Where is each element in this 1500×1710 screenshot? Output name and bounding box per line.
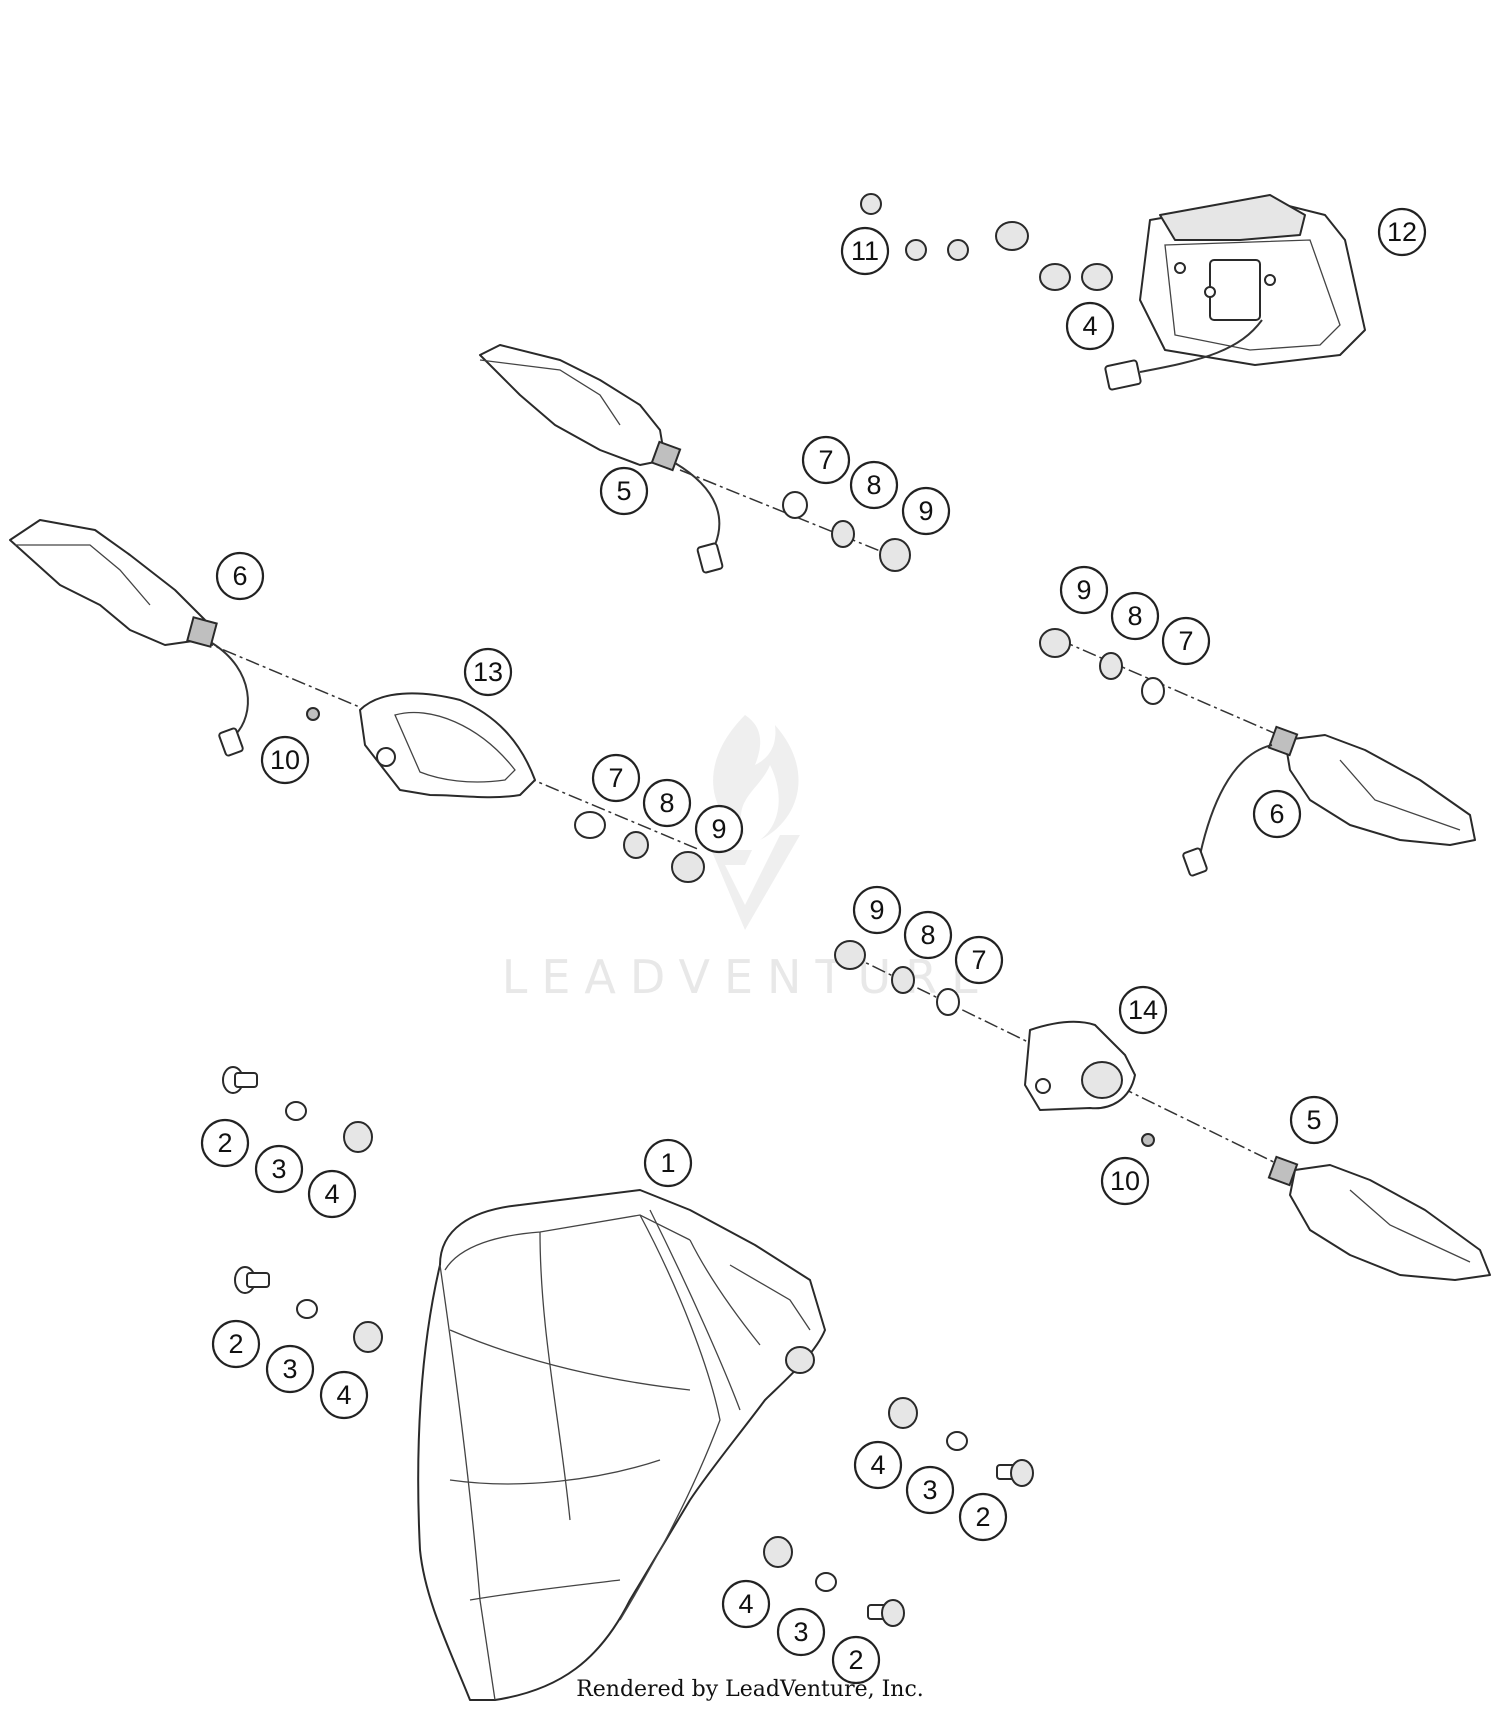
- callout-6: 6: [215, 551, 265, 601]
- svg-text:2: 2: [975, 1502, 990, 1532]
- callout-5: 5: [1289, 1095, 1339, 1145]
- callout-4: 4: [1065, 301, 1115, 351]
- callout-3: 3: [265, 1344, 315, 1394]
- hardware-upper-right-2: [1039, 628, 1165, 705]
- callout-6: 6: [1252, 789, 1302, 839]
- svg-text:6: 6: [232, 561, 247, 591]
- callout-4: 4: [319, 1370, 369, 1420]
- watermark-v-icon: [705, 835, 800, 930]
- svg-text:4: 4: [738, 1589, 753, 1619]
- callout-4: 4: [853, 1440, 903, 1490]
- callout-9: 9: [852, 885, 902, 935]
- svg-text:8: 8: [866, 470, 881, 500]
- callout-2: 2: [831, 1635, 881, 1685]
- svg-text:1: 1: [660, 1148, 675, 1178]
- callout-9: 9: [694, 804, 744, 854]
- watermark-text: LEADVENTURE: [502, 950, 995, 1004]
- callout-9: 9: [1059, 565, 1109, 615]
- callout-8: 8: [642, 778, 692, 828]
- callout-2: 2: [200, 1118, 250, 1168]
- hardware-set-right-lower: [763, 1536, 905, 1627]
- hardware-upper-right: [782, 491, 911, 572]
- hardware-set-right-upper: [888, 1397, 1034, 1487]
- callout-4: 4: [721, 1579, 771, 1629]
- svg-text:2: 2: [228, 1329, 243, 1359]
- callout-9: 9: [901, 486, 951, 536]
- callout-2: 2: [211, 1319, 261, 1369]
- callout-3: 3: [254, 1144, 304, 1194]
- svg-text:3: 3: [271, 1154, 286, 1184]
- svg-text:2: 2: [848, 1645, 863, 1675]
- callout-7: 7: [1161, 616, 1211, 666]
- footer-credit: Rendered by LeadVenture, Inc.: [576, 1677, 924, 1702]
- svg-text:8: 8: [659, 788, 674, 818]
- svg-text:12: 12: [1387, 217, 1417, 247]
- watermark: LEADVENTURE: [502, 715, 995, 1004]
- callout-11: 11: [840, 226, 890, 276]
- svg-text:10: 10: [270, 745, 300, 775]
- svg-text:7: 7: [608, 763, 623, 793]
- svg-text:4: 4: [1082, 311, 1097, 341]
- callout-8: 8: [1110, 591, 1160, 641]
- callout-7: 7: [954, 935, 1004, 985]
- svg-text:4: 4: [336, 1380, 351, 1410]
- callout-5: 5: [599, 466, 649, 516]
- bracket-left: [359, 692, 536, 799]
- headlight-mask: [417, 1189, 826, 1701]
- svg-text:4: 4: [870, 1450, 885, 1480]
- callout-13: 13: [463, 647, 513, 697]
- callout-3: 3: [905, 1465, 955, 1515]
- svg-text:3: 3: [793, 1617, 808, 1647]
- callout-8: 8: [849, 460, 899, 510]
- svg-text:9: 9: [869, 895, 884, 925]
- hardware-set-upper-left: [222, 1066, 373, 1153]
- callout-10: 10: [1100, 1156, 1150, 1206]
- hardware-lower-right: [834, 940, 960, 1016]
- svg-text:13: 13: [473, 657, 503, 687]
- svg-text:4: 4: [324, 1179, 339, 1209]
- svg-text:11: 11: [851, 236, 879, 266]
- svg-text:7: 7: [818, 445, 833, 475]
- bracket-right: [1024, 1020, 1155, 1147]
- turn-signal-lower: [1267, 1155, 1491, 1281]
- svg-text:6: 6: [1269, 799, 1284, 829]
- callout-10: 10: [260, 735, 310, 785]
- svg-text:8: 8: [920, 920, 935, 950]
- callout-4: 4: [307, 1169, 357, 1219]
- svg-text:7: 7: [971, 945, 986, 975]
- turn-signal-left: [9, 519, 320, 757]
- turn-signal-right: [1182, 725, 1476, 877]
- svg-text:3: 3: [282, 1354, 297, 1384]
- svg-text:7: 7: [1178, 626, 1193, 656]
- callout-1: 1: [643, 1138, 693, 1188]
- callout-8: 8: [903, 910, 953, 960]
- hardware-set-lower-left: [234, 1266, 383, 1353]
- svg-text:9: 9: [711, 814, 726, 844]
- callout-14: 14: [1118, 985, 1168, 1035]
- svg-text:9: 9: [1076, 575, 1091, 605]
- hardware-middle-left: [574, 811, 705, 883]
- tail-light: [1104, 194, 1366, 391]
- svg-text:8: 8: [1127, 601, 1142, 631]
- svg-text:9: 9: [918, 496, 933, 526]
- callout-3: 3: [776, 1607, 826, 1657]
- svg-text:3: 3: [922, 1475, 937, 1505]
- tail-light-hardware: [860, 193, 1113, 291]
- callout-7: 7: [801, 435, 851, 485]
- callout-12: 12: [1377, 207, 1427, 257]
- turn-signal-upper: [479, 344, 724, 574]
- callout-2: 2: [958, 1492, 1008, 1542]
- svg-text:14: 14: [1128, 995, 1158, 1025]
- svg-text:5: 5: [1306, 1105, 1321, 1135]
- svg-text:5: 5: [616, 476, 631, 506]
- svg-text:2: 2: [217, 1128, 232, 1158]
- callout-7: 7: [591, 753, 641, 803]
- watermark-flame-icon: [713, 715, 799, 840]
- svg-text:10: 10: [1110, 1166, 1140, 1196]
